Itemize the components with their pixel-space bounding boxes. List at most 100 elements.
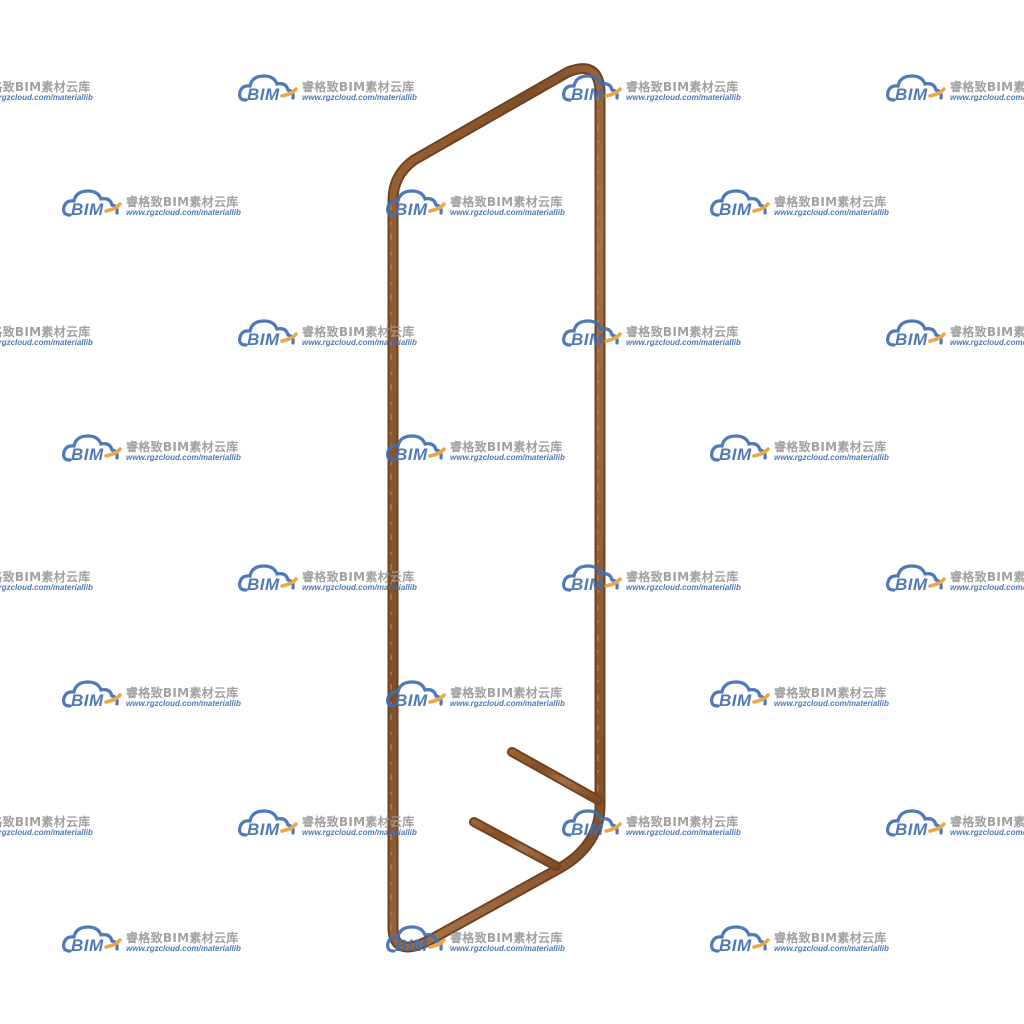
watermark-url: www.rgzcloud.com/materiallib — [626, 338, 741, 347]
watermark-url: www.rgzcloud.com/materiallib — [774, 699, 889, 708]
watermark-brand: 睿格致BIM素材云库 — [0, 815, 91, 829]
watermark-brand: 睿格致BIM素材云库 — [950, 570, 1024, 584]
bim-cloud-logo-icon — [562, 315, 624, 351]
bim-cloud-logo-icon — [886, 315, 948, 351]
watermark-brand: 睿格致BIM素材云库 — [774, 931, 887, 945]
bim-cloud-logo-icon — [562, 560, 624, 596]
bim-cloud-logo-icon — [62, 430, 124, 466]
watermark: BIM 睿格致BIM素材云库 www.rgzcloud.com/material… — [0, 315, 114, 355]
watermark-brand: 睿格致BIM素材云库 — [950, 815, 1024, 829]
watermark: BIM 睿格致BIM素材云库 www.rgzcloud.com/material… — [562, 560, 762, 600]
watermark-logo-text: BIM — [895, 820, 928, 839]
bim-cloud-logo-icon — [238, 70, 300, 106]
watermark: BIM 睿格致BIM素材云库 www.rgzcloud.com/material… — [386, 921, 586, 961]
watermark-url: www.rgzcloud.com/materiallib — [774, 944, 889, 953]
bim-cloud-logo-icon — [238, 315, 300, 351]
watermark-logo-text: BIM — [571, 820, 604, 839]
watermark-brand: 睿格致BIM素材云库 — [302, 325, 415, 339]
watermark-brand: 睿格致BIM素材云库 — [450, 686, 563, 700]
bim-cloud-logo-icon — [886, 560, 948, 596]
watermark-logo-text: BIM — [71, 936, 104, 955]
watermark-url: www.rgzcloud.com/materiallib — [950, 93, 1024, 102]
watermark-brand: 睿格致BIM素材云库 — [626, 325, 739, 339]
watermark-logo-text: BIM — [719, 445, 752, 464]
bim-cloud-logo-icon — [62, 185, 124, 221]
watermark: BIM 睿格致BIM素材云库 www.rgzcloud.com/material… — [886, 560, 1024, 600]
watermark: BIM 睿格致BIM素材云库 www.rgzcloud.com/material… — [710, 185, 910, 225]
bim-cloud-logo-icon — [62, 921, 124, 957]
watermark-url: www.rgzcloud.com/materiallib — [950, 828, 1024, 837]
watermark: BIM 睿格致BIM素材云库 www.rgzcloud.com/material… — [62, 430, 262, 470]
watermark: BIM 睿格致BIM素材云库 www.rgzcloud.com/material… — [386, 676, 586, 716]
watermark: BIM 睿格致BIM素材云库 www.rgzcloud.com/material… — [886, 70, 1024, 110]
watermark-logo-text: BIM — [571, 575, 604, 594]
watermark-url: www.rgzcloud.com/materiallib — [302, 828, 417, 837]
bim-cloud-logo-icon — [562, 70, 624, 106]
watermark-url: www.rgzcloud.com/materiallib — [0, 338, 93, 347]
watermark-url: www.rgzcloud.com/materiallib — [126, 208, 241, 217]
watermark: BIM 睿格致BIM素材云库 www.rgzcloud.com/material… — [238, 315, 438, 355]
watermark: BIM 睿格致BIM素材云库 www.rgzcloud.com/material… — [0, 805, 114, 845]
bim-cloud-logo-icon — [386, 430, 448, 466]
watermark-url: www.rgzcloud.com/materiallib — [450, 208, 565, 217]
stirrup-hook-lower — [469, 817, 561, 871]
bim-cloud-logo-icon — [710, 185, 772, 221]
watermark-logo-text: BIM — [247, 330, 280, 349]
watermark-logo-text: BIM — [895, 85, 928, 104]
bim-cloud-logo-icon — [386, 185, 448, 221]
watermark: BIM 睿格致BIM素材云库 www.rgzcloud.com/material… — [62, 676, 262, 716]
watermark-logo-text: BIM — [395, 445, 428, 464]
watermark-brand: 睿格致BIM素材云库 — [126, 686, 239, 700]
bim-cloud-logo-icon — [238, 805, 300, 841]
watermark-url: www.rgzcloud.com/materiallib — [774, 453, 889, 462]
watermark: BIM 睿格致BIM素材云库 www.rgzcloud.com/material… — [562, 805, 762, 845]
watermark-logo-text: BIM — [247, 820, 280, 839]
watermark-brand: 睿格致BIM素材云库 — [0, 325, 91, 339]
watermark: BIM 睿格致BIM素材云库 www.rgzcloud.com/material… — [238, 560, 438, 600]
watermark-url: www.rgzcloud.com/materiallib — [126, 699, 241, 708]
watermark-brand: 睿格致BIM素材云库 — [126, 931, 239, 945]
watermark-brand: 睿格致BIM素材云库 — [126, 440, 239, 454]
watermark-logo-text: BIM — [571, 330, 604, 349]
watermark-brand: 睿格致BIM素材云库 — [950, 80, 1024, 94]
watermark-brand: 睿格致BIM素材云库 — [450, 440, 563, 454]
watermark-url: www.rgzcloud.com/materiallib — [450, 453, 565, 462]
bim-cloud-logo-icon — [710, 921, 772, 957]
watermark-url: www.rgzcloud.com/materiallib — [0, 828, 93, 837]
watermark: BIM 睿格致BIM素材云库 www.rgzcloud.com/material… — [386, 185, 586, 225]
watermark: BIM 睿格致BIM素材云库 www.rgzcloud.com/material… — [238, 805, 438, 845]
watermark-logo-text: BIM — [895, 330, 928, 349]
watermark-logo-text: BIM — [719, 691, 752, 710]
watermark: BIM 睿格致BIM素材云库 www.rgzcloud.com/material… — [0, 70, 114, 110]
watermark-brand: 睿格致BIM素材云库 — [774, 440, 887, 454]
watermark-logo-text: BIM — [719, 200, 752, 219]
watermark-logo-text: BIM — [571, 85, 604, 104]
watermark-url: www.rgzcloud.com/materiallib — [0, 583, 93, 592]
watermark: BIM 睿格致BIM素材云库 www.rgzcloud.com/material… — [562, 315, 762, 355]
watermark-url: www.rgzcloud.com/materiallib — [0, 93, 93, 102]
watermark-url: www.rgzcloud.com/materiallib — [302, 93, 417, 102]
watermark-url: www.rgzcloud.com/materiallib — [302, 583, 417, 592]
watermark-brand: 睿格致BIM素材云库 — [302, 570, 415, 584]
watermark: BIM 睿格致BIM素材云库 www.rgzcloud.com/material… — [710, 430, 910, 470]
bim-cloud-logo-icon — [886, 70, 948, 106]
watermark: BIM 睿格致BIM素材云库 www.rgzcloud.com/material… — [710, 921, 910, 961]
bim-cloud-logo-icon — [562, 805, 624, 841]
bim-cloud-logo-icon — [386, 921, 448, 957]
watermark-brand: 睿格致BIM素材云库 — [0, 80, 91, 94]
watermark-brand: 睿格致BIM素材云库 — [626, 570, 739, 584]
watermark-url: www.rgzcloud.com/materiallib — [950, 338, 1024, 347]
watermark-url: www.rgzcloud.com/materiallib — [626, 583, 741, 592]
watermark-logo-text: BIM — [71, 200, 104, 219]
bim-cloud-logo-icon — [386, 676, 448, 712]
watermark-brand: 睿格致BIM素材云库 — [126, 195, 239, 209]
stirrup-main-loop — [387, 63, 606, 953]
watermark-url: www.rgzcloud.com/materiallib — [774, 208, 889, 217]
watermark: BIM 睿格致BIM素材云库 www.rgzcloud.com/material… — [62, 921, 262, 961]
watermark-url: www.rgzcloud.com/materiallib — [450, 944, 565, 953]
watermark-brand: 睿格致BIM素材云库 — [626, 80, 739, 94]
watermark-logo-text: BIM — [71, 445, 104, 464]
watermark-url: www.rgzcloud.com/materiallib — [302, 338, 417, 347]
